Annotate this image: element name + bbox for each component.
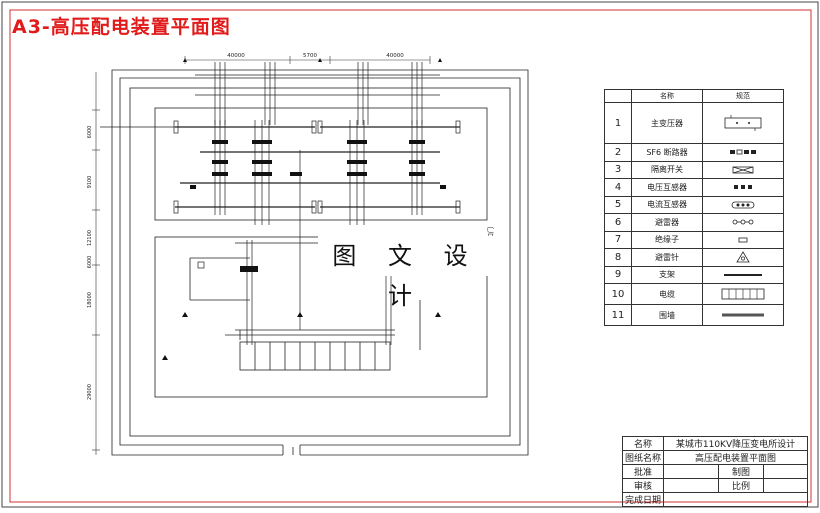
legend-name: 围墙 xyxy=(631,304,703,326)
scale-value xyxy=(763,478,808,493)
left-dimension xyxy=(92,72,100,455)
bracket-icon xyxy=(702,265,784,284)
lightning-rods xyxy=(162,58,442,360)
legend-no: 5 xyxy=(604,195,632,214)
project-name: 某城市110KV降压变电所设计 xyxy=(663,436,808,451)
legend-name: 避雷针 xyxy=(631,248,703,267)
approve-value xyxy=(663,464,720,479)
legend-name: 电压互感器 xyxy=(631,178,703,197)
incoming-lines xyxy=(195,62,440,125)
legend-no: 4 xyxy=(604,178,632,197)
legend-no: 8 xyxy=(604,248,632,267)
legend-no: 2 xyxy=(604,143,632,162)
draw-label: 制图 xyxy=(718,464,765,479)
legend-row: 5 电流互感器 xyxy=(604,195,784,214)
legend-row: 1 主变压器 xyxy=(604,102,784,144)
legend-table: 名称 规范 1 主变压器 2 SF6 断路器 3 隔离开关 4 电压互感器 5 … xyxy=(604,89,784,326)
dim-left-5: 18000 xyxy=(87,292,93,308)
title-block-row: 批准 制图 xyxy=(621,464,808,479)
legend-row: 2 SF6 断路器 xyxy=(604,143,784,162)
title-block-row: 审核 比例 xyxy=(621,478,808,493)
legend-row: 9 支架 xyxy=(604,265,784,284)
date-value xyxy=(663,492,808,507)
bus-insulators xyxy=(100,120,461,214)
dim-left-2: 9100 xyxy=(87,176,93,189)
legend-name: 电流互感器 xyxy=(631,195,703,214)
legend-name: 绝缘子 xyxy=(631,230,703,249)
switchgear-cubicles xyxy=(239,341,391,371)
switchyard-110kv xyxy=(154,107,488,221)
lightning-rod-icon xyxy=(702,248,784,267)
voltage-transformer-icon xyxy=(702,178,784,197)
legend-row: 11 围墙 xyxy=(604,304,784,326)
title-block-row: 名称 某城市110KV降压变电所设计 xyxy=(621,436,808,451)
current-transformer-icon xyxy=(702,195,784,214)
left-dimension-labels: 6000 9100 12100 6000 18000 29000 xyxy=(87,126,93,400)
dim-left-1: 6000 xyxy=(87,126,93,139)
inner-frame xyxy=(9,9,812,503)
substation-walls xyxy=(111,69,529,456)
review-value xyxy=(663,478,720,493)
legend-name: 避雷器 xyxy=(631,213,703,232)
dim-top-right: 40000 xyxy=(386,53,404,59)
disconnector-icon xyxy=(702,160,784,179)
date-label: 完成日期 xyxy=(621,492,665,507)
title-block-row: 图纸名称 高压配电装置平面图 xyxy=(621,450,808,465)
sheet-name: 高压配电装置平面图 xyxy=(663,450,808,465)
draw-value xyxy=(763,464,808,479)
title-block-row: 完成日期 xyxy=(621,492,808,507)
legend-name: 隔离开关 xyxy=(631,160,703,179)
legend-no: 3 xyxy=(604,160,632,179)
legend-no: 10 xyxy=(604,283,632,305)
review-label: 审核 xyxy=(621,478,665,493)
legend-no: 9 xyxy=(604,265,632,284)
bay-equipment xyxy=(190,140,446,189)
approve-label: 批准 xyxy=(621,464,665,479)
arrester-icon xyxy=(702,213,784,232)
wall-icon xyxy=(702,304,784,326)
legend-name: 电缆 xyxy=(631,283,703,305)
legend-name: 支架 xyxy=(631,265,703,284)
legend-no: 7 xyxy=(604,230,632,249)
feeder-disconnector xyxy=(197,261,205,269)
drawing-title: A3-高压配电装置平面图 xyxy=(12,16,231,38)
legend-header-no xyxy=(604,89,632,103)
sheet-name-label: 图纸名称 xyxy=(621,450,665,465)
title-block: 名称 某城市110KV降压变电所设计 图纸名称 高压配电装置平面图 批准 制图 … xyxy=(621,436,808,507)
legend-row: 10 电缆 xyxy=(604,283,784,305)
legend-no: 1 xyxy=(604,102,632,144)
feeder-breaker xyxy=(240,266,258,272)
dim-top-mid: 5700 xyxy=(303,53,317,59)
watermark-text: 图 文 设 计 xyxy=(318,236,494,310)
legend-row: 4 电压互感器 xyxy=(604,178,784,197)
legend-header-row: 名称 规范 xyxy=(604,89,784,103)
legend-header-symbol: 规范 xyxy=(702,89,784,103)
feeder-bus xyxy=(189,242,421,350)
dim-left-4: 6000 xyxy=(87,256,93,269)
legend-no: 6 xyxy=(604,213,632,232)
bus-bars xyxy=(175,126,460,208)
legend-row: 8 避雷针 xyxy=(604,248,784,267)
legend-name: SF6 断路器 xyxy=(631,143,703,162)
breaker-icon xyxy=(702,143,784,162)
legend-name: 主变压器 xyxy=(631,102,703,144)
legend-row: 7 绝缘子 xyxy=(604,230,784,249)
legend-row: 3 隔离开关 xyxy=(604,160,784,179)
dim-left-3: 12100 xyxy=(87,230,93,246)
legend-no: 11 xyxy=(604,304,632,326)
dim-top-left: 40000 xyxy=(227,53,245,59)
legend-row: 6 避雷器 xyxy=(604,213,784,232)
dim-left-6: 29000 xyxy=(87,384,93,400)
cable-icon xyxy=(702,283,784,305)
insulator-icon xyxy=(702,230,784,249)
transformer-icon xyxy=(702,102,784,144)
legend-header-name: 名称 xyxy=(631,89,703,103)
scale-label: 比例 xyxy=(718,478,765,493)
name-label: 名称 xyxy=(621,436,665,451)
